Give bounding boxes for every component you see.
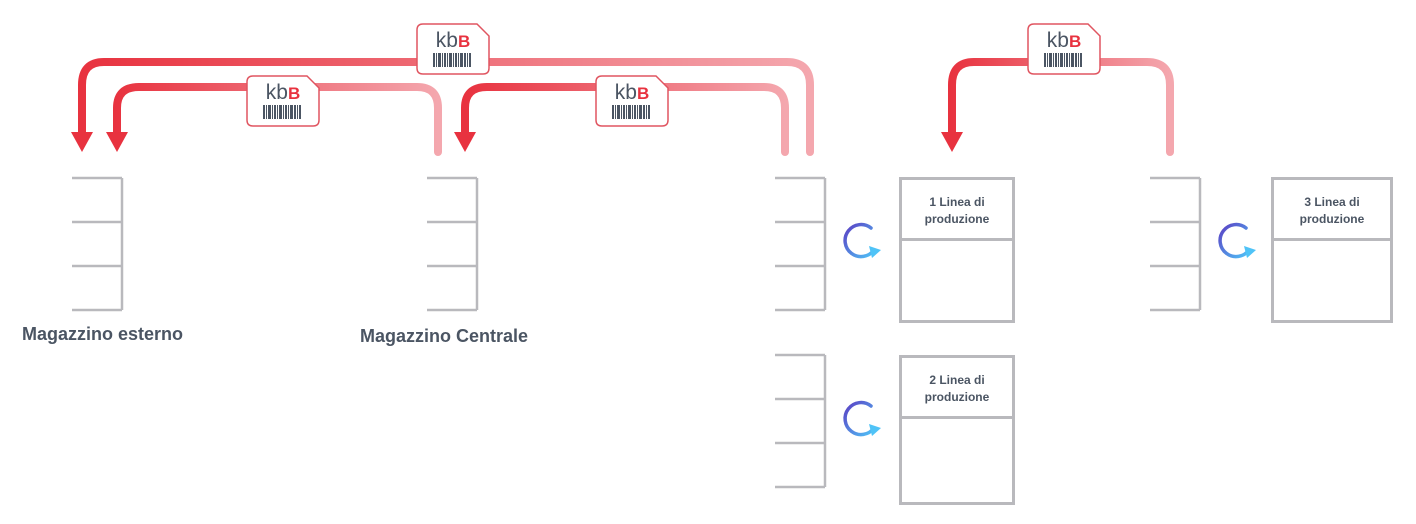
- production-line-1-box: 1 Linea di produzione: [899, 177, 1015, 323]
- kanban-barcode-icon: kbB: [595, 75, 669, 127]
- refresh-cycle-icon: [843, 400, 881, 437]
- production-line-2-box: 2 Linea di produzione: [899, 355, 1015, 505]
- kanban-barcode-icon: kbB: [416, 23, 490, 75]
- svg-text:kbB: kbB: [436, 29, 470, 52]
- production-line-2-header: 2 Linea di produzione: [902, 358, 1012, 419]
- refresh-cycle-icon: [843, 222, 881, 259]
- production-line-3-label: 3 Linea di produzione: [1299, 195, 1365, 226]
- rack-external-warehouse: [72, 176, 124, 312]
- kanban-barcode-icon: kbB: [246, 75, 320, 127]
- warehouse-label-external: Magazzino esterno: [22, 324, 184, 344]
- kanban-badge-kb-text: kb: [1047, 29, 1069, 52]
- svg-text:kbB: kbB: [266, 81, 300, 104]
- kanban-badge-kb-text: kb: [436, 29, 458, 52]
- production-line-2-label: 2 Linea di produzione: [924, 373, 990, 404]
- production-line-1-header: 1 Linea di produzione: [902, 180, 1012, 241]
- production-line-1-label: 1 Linea di produzione: [924, 195, 990, 226]
- production-line-3-header: 3 Linea di produzione: [1274, 180, 1390, 241]
- kanban-badge-b-text: B: [458, 32, 470, 51]
- arrow-line3-to-line1: [941, 58, 1174, 156]
- refresh-cycle-icon: [1218, 222, 1256, 259]
- kanban-barcode-icon: kbB: [1027, 23, 1101, 75]
- kanban-badge-kb-text: kb: [615, 81, 637, 104]
- kanban-badge-b-text: B: [1069, 32, 1081, 51]
- svg-text:kbB: kbB: [1047, 29, 1081, 52]
- warehouse-label-central: Magazzino Centrale: [360, 326, 529, 346]
- rack-line3: [1150, 176, 1202, 312]
- kanban-badge-b-text: B: [288, 84, 300, 103]
- rack-line2: [775, 353, 827, 489]
- svg-text:kbB: kbB: [615, 81, 649, 104]
- rack-central-warehouse: [427, 176, 479, 312]
- rack-line1: [775, 176, 827, 312]
- kanban-badge-b-text: B: [637, 84, 649, 103]
- kanban-badge-kb-text: kb: [266, 81, 288, 104]
- production-line-3-box: 3 Linea di produzione: [1271, 177, 1393, 323]
